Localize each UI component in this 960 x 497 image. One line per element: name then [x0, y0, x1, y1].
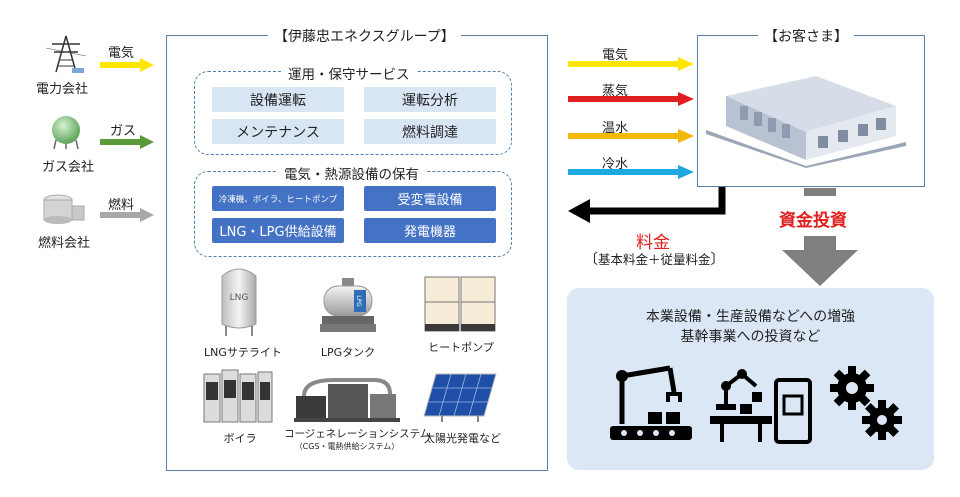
- equipment-label-lng: LNGサテライト: [204, 346, 282, 359]
- equipment-label-boiler: ボイラ: [223, 432, 257, 445]
- tile-substation: 受変電設備: [364, 186, 496, 211]
- supplier-power: 電気 電力会社: [36, 34, 166, 97]
- equipment-label-cogen: コージェネレーションシステム: [284, 428, 431, 440]
- fee-detail-bracket-open: 〔: [584, 252, 598, 268]
- tile-lng-lpg-supply: LNG・LPG供給設備: [212, 218, 344, 243]
- ownership-title: 電気・熱源設備の保有: [278, 163, 425, 183]
- boiler-icon: [203, 369, 273, 423]
- equipment-label-solar: 太陽光発電など: [424, 432, 501, 445]
- equipment-label-lpg: LPGタンク: [320, 346, 376, 359]
- arrow-electricity-out: [568, 57, 694, 71]
- tile-chiller-boiler-heatpump: 冷凍機、ボイラ、ヒートポンプ: [212, 186, 344, 211]
- lpg-tank-tag: LPG: [355, 295, 362, 307]
- equipment-sublabel-cogen: （CGS・電熱供給システム）: [294, 442, 400, 451]
- lng-tank-icon: LNG: [221, 268, 257, 336]
- tile-operation-analysis: 運転分析: [364, 87, 496, 112]
- arrow-fuel-in: [100, 208, 154, 222]
- investment-label: 資金投資: [779, 211, 847, 231]
- supplier-flow-label: ガス: [110, 124, 137, 139]
- arrow-steam-out: [568, 92, 694, 106]
- fee-detail-bracket-close: 〕: [710, 252, 725, 268]
- fee-detail: 〔基本料金＋従量料金〕: [584, 249, 725, 269]
- investment-arrow: [782, 188, 858, 286]
- power-tower-icon: [46, 35, 86, 73]
- tile-power-generation: 発電機器: [364, 218, 496, 243]
- tile-equipment-operation: 設備運転: [212, 87, 344, 112]
- customer-title: 【お客さま】: [758, 26, 854, 46]
- lpg-tank-icon: LPG: [320, 278, 376, 332]
- supplier-name: 燃料会社: [38, 236, 91, 251]
- equipment-label-heatpump: ヒートポンプ: [428, 341, 494, 354]
- ownership-box: [194, 171, 512, 257]
- factory-building-icon: [706, 76, 906, 168]
- lng-tank-tag: LNG: [230, 293, 249, 303]
- solar-panel-icon: [423, 373, 497, 422]
- gears-icon: [830, 366, 902, 440]
- fee-return-arrow: [568, 187, 726, 223]
- investment-line-1: 本業設備・生産設備などへの増強: [645, 309, 856, 325]
- group-title: 【伊藤忠エネクスグループ】: [268, 26, 461, 46]
- arrow-chilled-water-out: [568, 165, 694, 179]
- output-label-steam: 蒸気: [602, 84, 629, 99]
- supplier-gas: ガス ガス会社: [40, 112, 166, 175]
- tile-maintenance: メンテナンス: [212, 119, 344, 144]
- supplier-flow-label: 燃料: [108, 198, 135, 213]
- investment-line-2: 基幹事業への投資など: [680, 329, 821, 345]
- robot-arm-icon: [610, 365, 692, 440]
- supplier-fuel: 燃料 燃料会社: [38, 190, 166, 252]
- fee-detail-text: 基本料金＋従量料金: [598, 252, 711, 267]
- supplier-name: 電力会社: [36, 82, 89, 97]
- cogeneration-icon: [294, 378, 400, 422]
- supplier-name: ガス会社: [42, 160, 95, 175]
- arrow-hot-water-out: [568, 129, 694, 143]
- fee-title: 料金: [636, 233, 670, 253]
- output-label-chilled-water: 冷水: [602, 157, 629, 172]
- fuel-tank-icon: [43, 194, 85, 224]
- ops-service-title: 運用・保守サービス: [282, 63, 416, 83]
- heat-pump-icon: [424, 276, 496, 332]
- arrow-electricity-in: [100, 58, 154, 72]
- supplier-flow-label: 電気: [108, 46, 135, 61]
- output-label-electricity: 電気: [602, 48, 629, 63]
- tile-fuel-procurement: 燃料調達: [364, 119, 496, 144]
- production-line-icon: [710, 369, 812, 444]
- gas-tank-icon: [52, 116, 80, 150]
- output-label-hot-water: 温水: [602, 121, 629, 136]
- arrow-gas-in: [100, 135, 154, 149]
